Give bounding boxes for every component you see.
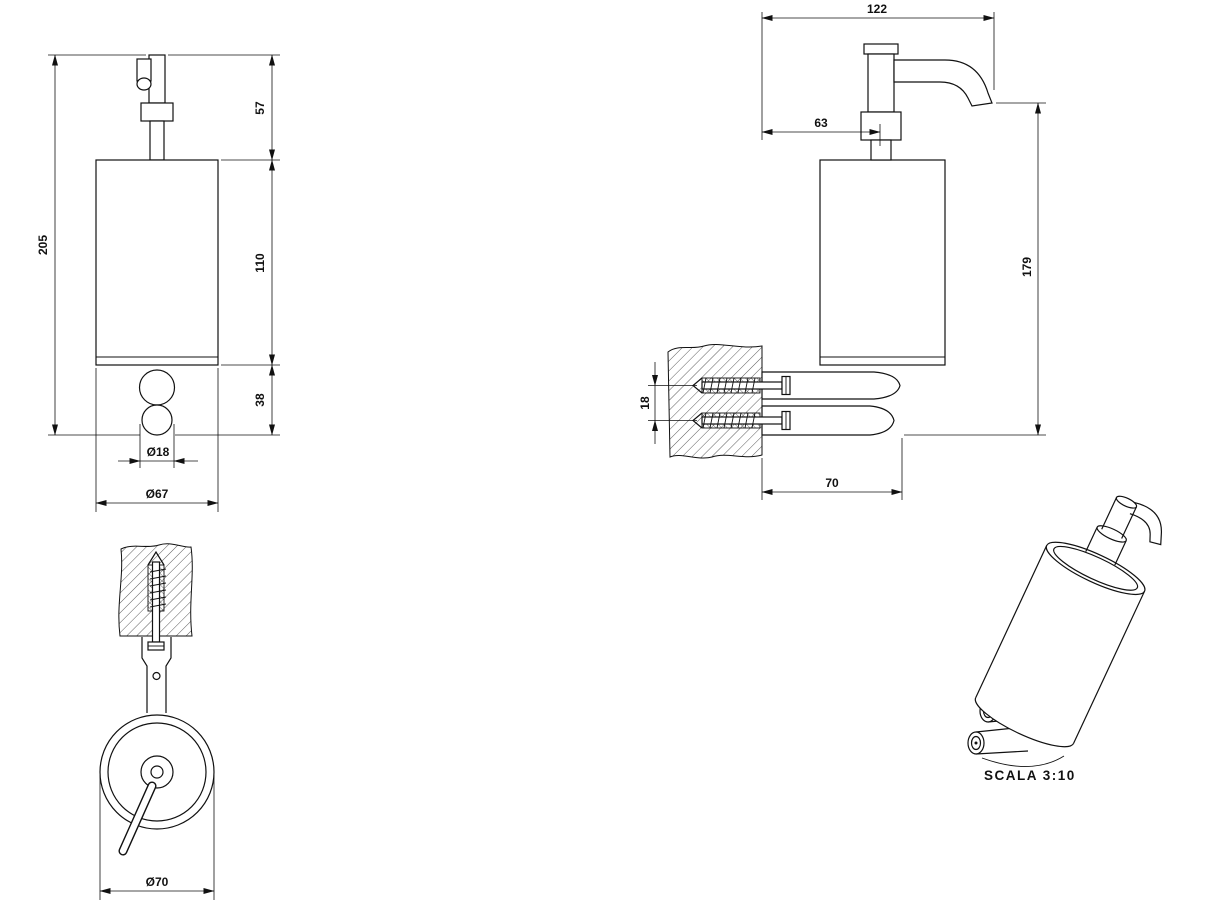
dim-label-d70: Ø70 [146, 875, 169, 889]
dimension-top-flange-diameter: Ø70 [99, 775, 215, 900]
dim-label-205: 205 [36, 235, 50, 255]
dimension-side-bracket-depth: 70 [761, 438, 903, 500]
side-wall-section [667, 343, 763, 459]
dimension-side-screw-spacing: 18 [638, 362, 697, 444]
iso-dispenser [974, 495, 1162, 748]
top-anchor-screw [147, 550, 167, 651]
dimension-side-total-depth: 122 [761, 2, 995, 140]
side-mounting-screw-upper [692, 375, 791, 396]
iso-view: SCALA 3:10 [967, 495, 1162, 783]
side-view: 122 63 179 18 70 [638, 2, 1046, 500]
front-view: 205 57 110 38 Ø18 Ø67 [36, 54, 280, 512]
side-mounting-screw-lower [692, 410, 791, 431]
top-dispenser-flange [99, 714, 215, 856]
dimension-front-total-height: 205 [36, 54, 146, 436]
dim-label-18: 18 [638, 396, 652, 410]
side-pump [860, 43, 993, 161]
front-pump [136, 54, 174, 161]
dimension-front-right-stack: 57 110 38 [168, 54, 280, 436]
scale-label: SCALA 3:10 [984, 768, 1076, 783]
dim-label-38: 38 [253, 393, 267, 407]
top-bracket-stem [141, 637, 172, 713]
dim-label-d18: Ø18 [147, 445, 170, 459]
dim-label-d67: Ø67 [146, 487, 169, 501]
front-wall-bracket [138, 369, 176, 436]
top-view: Ø70 [99, 543, 215, 900]
dim-label-122: 122 [867, 2, 887, 16]
side-bracket-rods [761, 371, 901, 436]
dimension-front-body-diameter: Ø67 [95, 368, 219, 512]
front-bottle-body [95, 159, 219, 366]
dim-label-70: 70 [825, 476, 839, 490]
dimension-side-wall-to-pump: 63 [761, 116, 881, 146]
dimension-side-total-height: 179 [904, 102, 1046, 436]
dim-label-110: 110 [253, 253, 267, 273]
dim-label-57: 57 [253, 101, 267, 115]
side-bottle-body [819, 159, 946, 366]
dimension-front-pin-diameter: Ø18 [118, 424, 198, 468]
dim-label-63: 63 [814, 116, 828, 130]
dim-label-179: 179 [1020, 257, 1034, 277]
